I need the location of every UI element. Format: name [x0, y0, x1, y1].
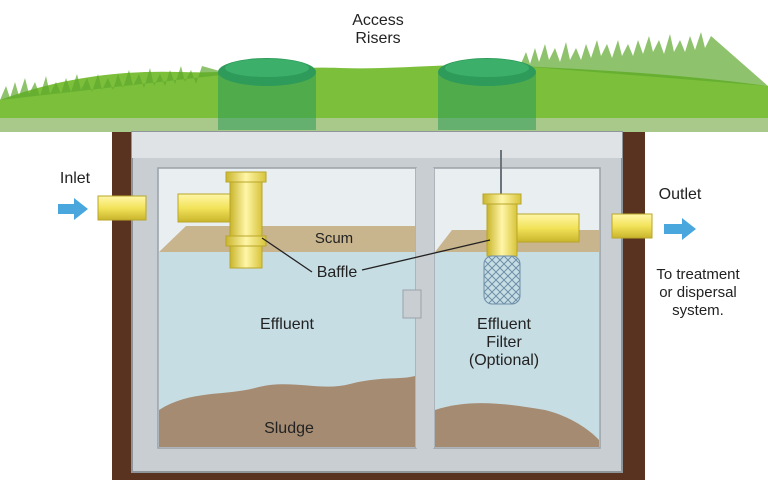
grass-edge — [0, 118, 768, 132]
flow-arrow-icon — [664, 218, 696, 240]
grass-tufts — [0, 66, 230, 100]
outlet-label: Outlet — [658, 186, 702, 203]
divider-wall — [416, 168, 434, 448]
scum-layer — [159, 226, 415, 252]
effluent-filter-mesh — [483, 255, 521, 305]
riser-right — [438, 58, 536, 130]
outlet-tee — [516, 213, 580, 243]
inlet-baffle-horizontal — [177, 193, 237, 223]
flow-arrow-icon — [58, 198, 88, 220]
sludge-layer — [159, 376, 415, 447]
baffle-label: Baffle — [316, 264, 358, 281]
grass-band — [0, 64, 768, 132]
inlet-label: Inlet — [59, 170, 91, 187]
divider-opening — [402, 289, 422, 319]
sludge-label: Sludge — [264, 420, 314, 437]
effluent-filter-label: Effluent Filter (Optional) — [468, 316, 540, 369]
effluent-label: Effluent — [260, 316, 314, 333]
outlet-pipe — [611, 213, 653, 239]
to-treatment-label: To treatment or dispersal system. — [656, 266, 740, 319]
baffle-leader-right — [361, 239, 491, 271]
baffle-leader-left — [261, 237, 313, 273]
scum-label: Scum — [314, 230, 354, 247]
riser-left — [218, 58, 316, 130]
grass-tufts-right — [520, 32, 768, 86]
inlet-pipe — [97, 195, 147, 221]
access-risers-label: Access Risers — [352, 12, 404, 47]
tank-lid — [132, 132, 622, 158]
inlet-baffle-vertical — [229, 171, 263, 269]
sludge-layer-right — [435, 403, 599, 447]
